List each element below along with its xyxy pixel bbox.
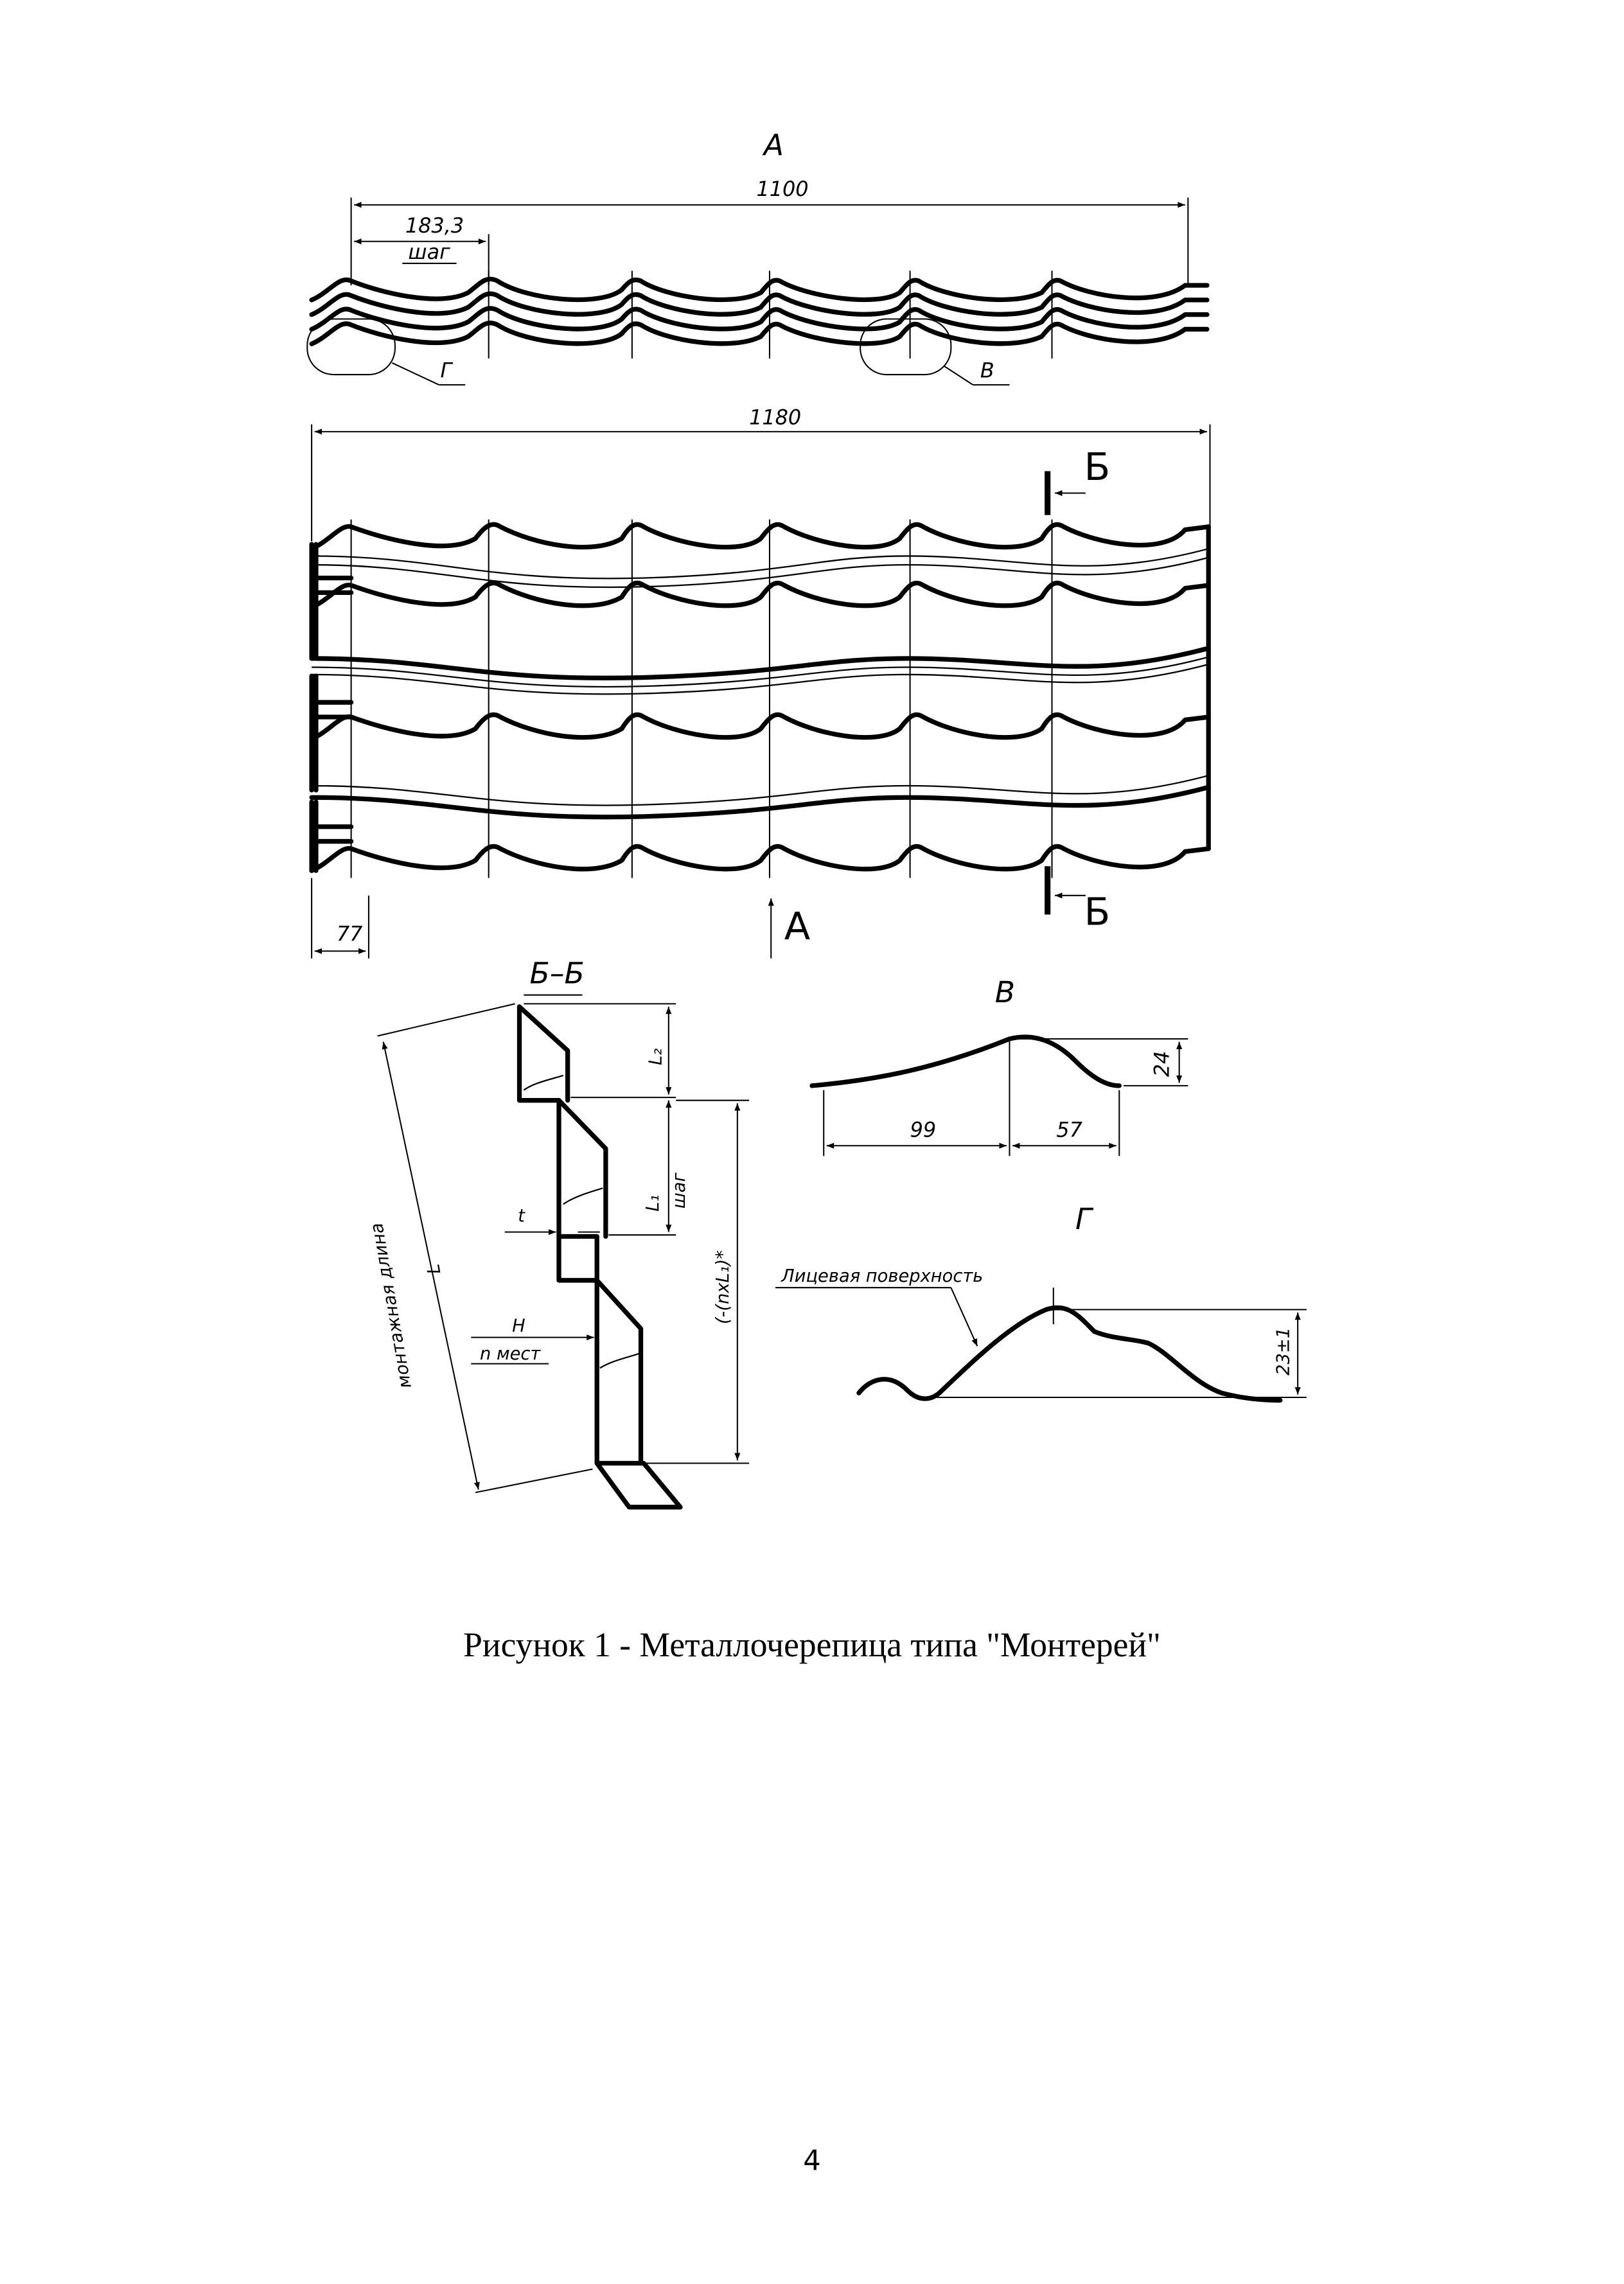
leader-line bbox=[391, 362, 439, 385]
view-arrow-a-label: А bbox=[784, 904, 811, 948]
dim-t: t bbox=[518, 1207, 525, 1226]
detail-v: В 99 57 24 bbox=[809, 975, 1188, 1156]
leader-line bbox=[943, 365, 974, 385]
dim-77: 77 bbox=[337, 921, 363, 946]
stacked-profiles bbox=[309, 270, 1210, 359]
figure-caption: Рисунок 1 - Металлочерепица типа "Монтер… bbox=[463, 1625, 1161, 1664]
section-profile bbox=[516, 1004, 683, 1510]
page-number: 4 bbox=[803, 2145, 821, 2177]
pitch-word: шаг bbox=[408, 240, 450, 264]
callout-g-outline bbox=[306, 318, 396, 376]
view-a-label: А bbox=[762, 128, 784, 162]
sheet-body bbox=[309, 519, 1211, 878]
dim-24: 24 bbox=[1150, 1051, 1174, 1077]
view-a: А 1100 183,3 шаг Г bbox=[306, 128, 1210, 386]
callout-v-outline bbox=[860, 318, 952, 376]
cut-label-top: Б bbox=[1084, 445, 1111, 489]
detail-g-title: Г bbox=[1075, 1202, 1094, 1236]
detail-g: Г 23±1 Лицевая поверхность bbox=[775, 1202, 1307, 1403]
callout-g-label: Г bbox=[441, 359, 454, 383]
dim-57: 57 bbox=[1056, 1118, 1082, 1142]
dim-1180: 1180 bbox=[749, 405, 801, 429]
dim-h: H bbox=[512, 1316, 525, 1336]
detail-v-profile bbox=[809, 1034, 1122, 1088]
ext-line bbox=[475, 1468, 593, 1494]
dim-n-places: n мест bbox=[480, 1344, 541, 1364]
leader-line bbox=[950, 1287, 978, 1347]
dim-183: 183,3 bbox=[405, 213, 464, 238]
dim-mount-length: монтажная длина bbox=[367, 1221, 416, 1390]
section-bb: Б–Б L₂ L₁ шаг (-(nxL₁)* t H bbox=[367, 956, 750, 1510]
dim-line-mount bbox=[382, 1041, 480, 1490]
face-surface-label: Лицевая поверхность bbox=[781, 1266, 983, 1286]
dim-l2: L₂ bbox=[646, 1049, 666, 1065]
dim-formula: (-(nxL₁)* bbox=[713, 1250, 733, 1324]
section-bb-title: Б–Б bbox=[529, 956, 584, 990]
dim-l1-pitch: шаг bbox=[669, 1172, 689, 1208]
detail-v-title: В bbox=[995, 975, 1015, 1009]
detail-g-profile bbox=[856, 1305, 1283, 1403]
callout-v-label: В bbox=[980, 359, 994, 383]
dim-l: L bbox=[423, 1262, 445, 1275]
dim-23: 23±1 bbox=[1273, 1327, 1293, 1376]
cut-label-bottom: Б bbox=[1084, 889, 1111, 934]
main-view: 1180 Б bbox=[309, 405, 1211, 959]
dim-99: 99 bbox=[910, 1118, 937, 1142]
dim-1100: 1100 bbox=[756, 177, 808, 201]
dim-l1: L₁ bbox=[643, 1195, 663, 1212]
ext-line bbox=[377, 1003, 515, 1037]
